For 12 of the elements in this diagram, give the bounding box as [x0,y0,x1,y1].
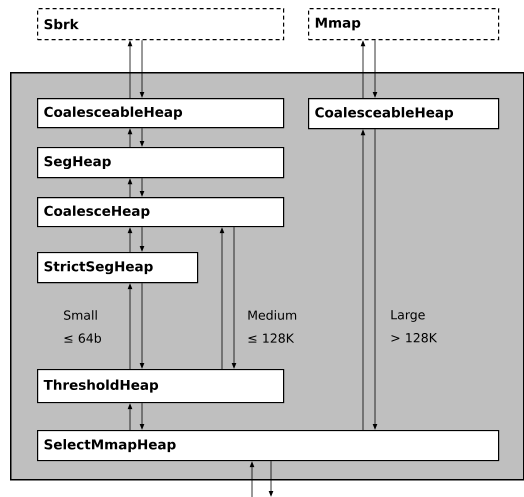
heap-box: SelectMmapHeap [37,430,500,462]
source-box: Mmap [308,8,500,40]
size-label: Medium ≤ 128K [248,310,296,343]
heap-box: SegHeap [37,146,284,178]
heap-box: CoalesceableHeap [37,98,284,128]
source-box: Sbrk [37,8,284,40]
size-label: Small ≤ 64b [64,310,101,343]
heap-box: ThresholdHeap [37,368,284,404]
heap-box: CoalesceableHeap [308,98,500,130]
size-label: Large > 128K [391,310,438,342]
heap-box: CoalesceHeap [37,197,284,228]
heap-box: StrictSegHeap [37,252,198,284]
